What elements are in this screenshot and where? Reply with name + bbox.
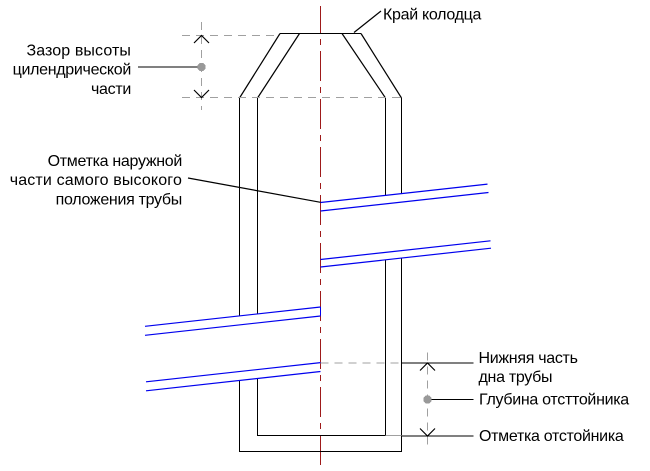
svg-text:Нижняя часть: Нижняя часть xyxy=(479,350,578,367)
svg-text:положения трубы: положения трубы xyxy=(56,191,182,208)
svg-text:Отметка отстойника: Отметка отстойника xyxy=(479,428,624,445)
svg-text:цилендрической: цилендрической xyxy=(13,62,131,79)
svg-text:части самого высокого: части самого высокого xyxy=(10,172,182,189)
svg-text:Глубина отсттойника: Глубина отсттойника xyxy=(479,392,629,409)
svg-text:дна трубы: дна трубы xyxy=(479,369,553,386)
svg-text:Зазор высоты: Зазор высоты xyxy=(26,42,131,59)
svg-text:Край колодца: Край колодца xyxy=(383,6,481,23)
svg-text:части: части xyxy=(91,81,131,98)
svg-text:Отметка наружной: Отметка наружной xyxy=(48,153,182,170)
